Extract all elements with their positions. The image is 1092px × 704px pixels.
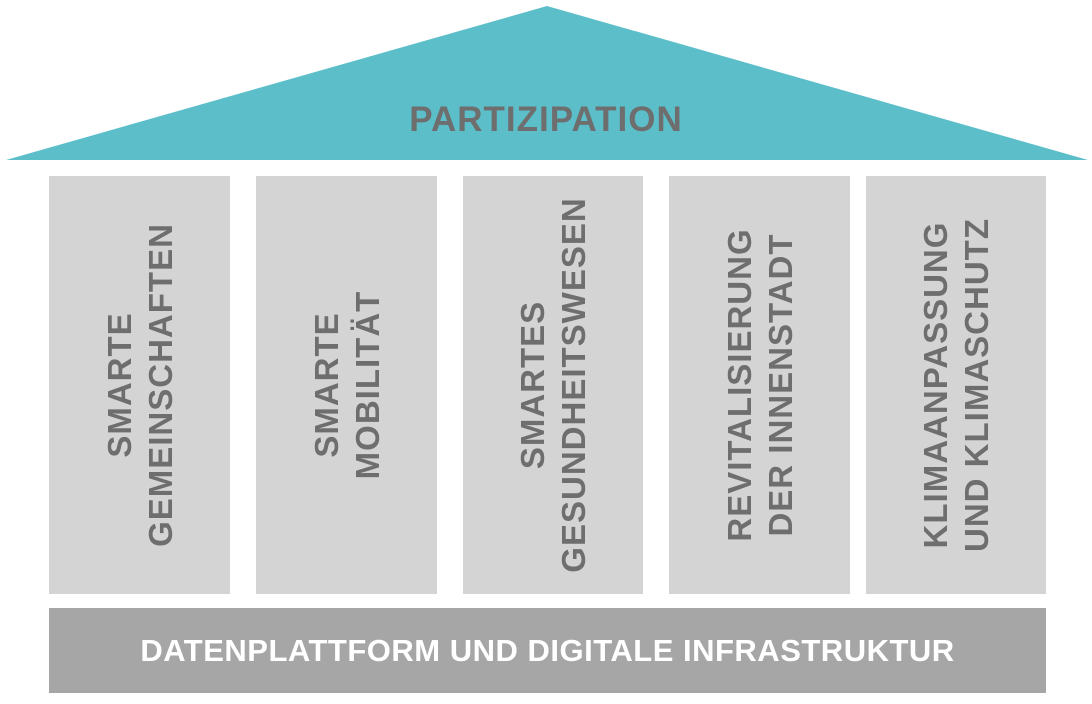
foundation-label: DATENPLATTFORM UND DIGITALE INFRASTRUKTU… bbox=[140, 633, 955, 668]
pillar-label: SMARTES GESUNDHEITSWESEN bbox=[512, 197, 594, 572]
pillar-label: SMARTE GEMEINSCHAFTEN bbox=[99, 223, 181, 547]
roof-shape bbox=[6, 6, 1088, 160]
pillar-line-2: MOBILITÄT bbox=[348, 290, 386, 480]
pillar-smarte-mobilitaet: SMARTE MOBILITÄT bbox=[256, 176, 437, 594]
pillar-smartes-gesundheitswesen: SMARTES GESUNDHEITSWESEN bbox=[463, 176, 643, 594]
roof-triangle bbox=[6, 6, 1088, 160]
pillar-line-1: SMARTE bbox=[307, 312, 345, 458]
pillar-revitalisierung-innenstadt: REVITALISIERUNG DER INNENSTADT bbox=[669, 176, 850, 594]
pillar-line-2: UND KLIMASCHUTZ bbox=[958, 218, 995, 552]
pillar-line-1: REVITALISIERUNG bbox=[720, 228, 758, 542]
pillar-line-2: GESUNDHEITSWESEN bbox=[555, 197, 592, 573]
roof-label: PARTIZIPATION bbox=[409, 100, 683, 139]
pillar-klimaanpassung-klimaschutz: KLIMAANPASSUNG UND KLIMASCHUTZ bbox=[866, 176, 1046, 594]
pillar-label: KLIMAANPASSUNG UND KLIMASCHUTZ bbox=[915, 218, 997, 552]
pillar-line-2: DER INNENSTADT bbox=[761, 233, 799, 537]
foundation-bar: DATENPLATTFORM UND DIGITALE INFRASTRUKTU… bbox=[49, 608, 1046, 693]
pillar-label: SMARTE MOBILITÄT bbox=[306, 291, 388, 480]
pillar-line-1: SMARTE bbox=[100, 312, 138, 458]
pillar-line-1: KLIMAANPASSUNG bbox=[917, 221, 954, 549]
pillar-smarte-gemeinschaften: SMARTE GEMEINSCHAFTEN bbox=[49, 176, 230, 594]
pillar-line-2: GEMEINSCHAFTEN bbox=[141, 223, 179, 547]
pillar-line-1: SMARTES bbox=[514, 300, 551, 470]
pillar-label: REVITALISIERUNG DER INNENSTADT bbox=[719, 228, 801, 541]
